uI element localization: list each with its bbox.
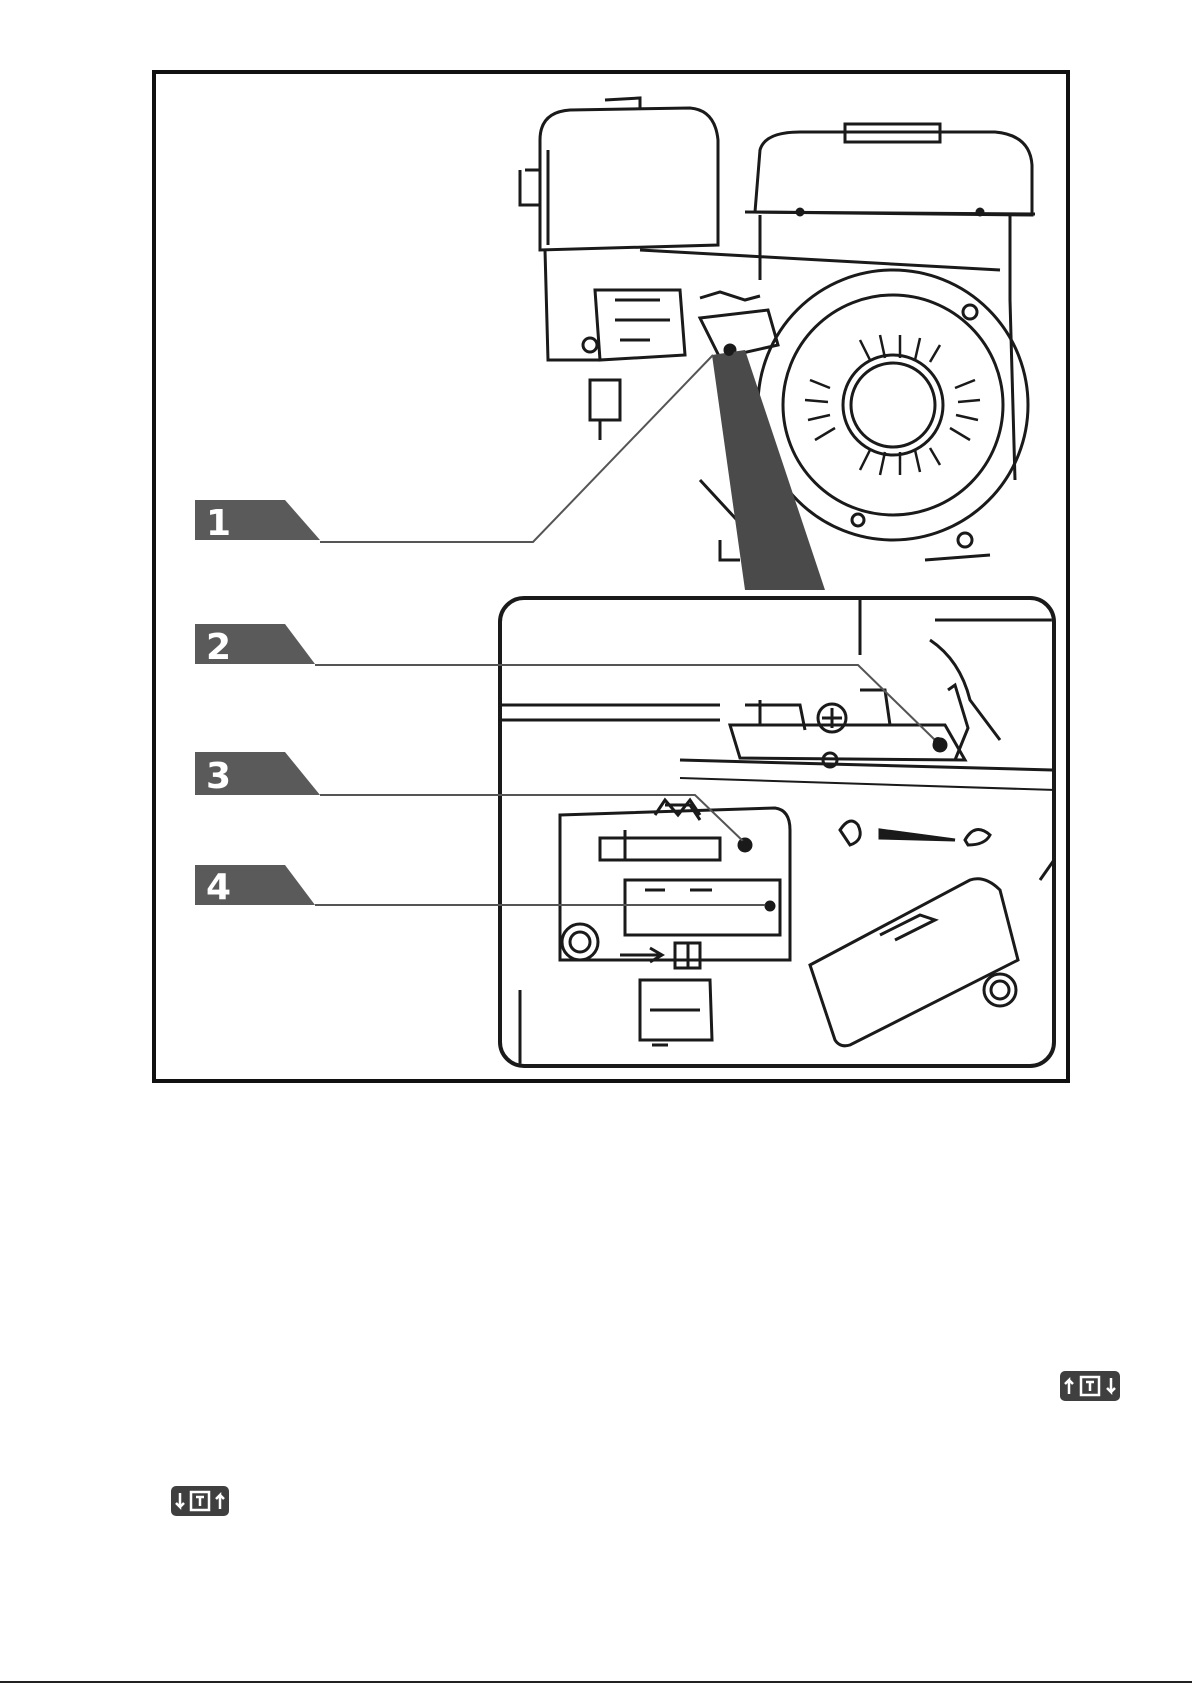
callout-1-label: 1	[206, 503, 231, 544]
callout-3-label: 3	[206, 756, 231, 797]
zoom-pointer	[712, 350, 825, 590]
engine-rotate-forward-icon	[1059, 1370, 1121, 1402]
engine-diagram: 1 2 3 4	[0, 0, 1192, 1100]
zoom-inset	[500, 598, 1054, 1066]
engine-rotate-reverse-icon	[170, 1485, 230, 1517]
callout-1: 1	[195, 346, 734, 544]
page-bottom-rule	[0, 1681, 1192, 1683]
callout-4-label: 4	[206, 867, 231, 908]
callout-2-label: 2	[206, 627, 231, 668]
